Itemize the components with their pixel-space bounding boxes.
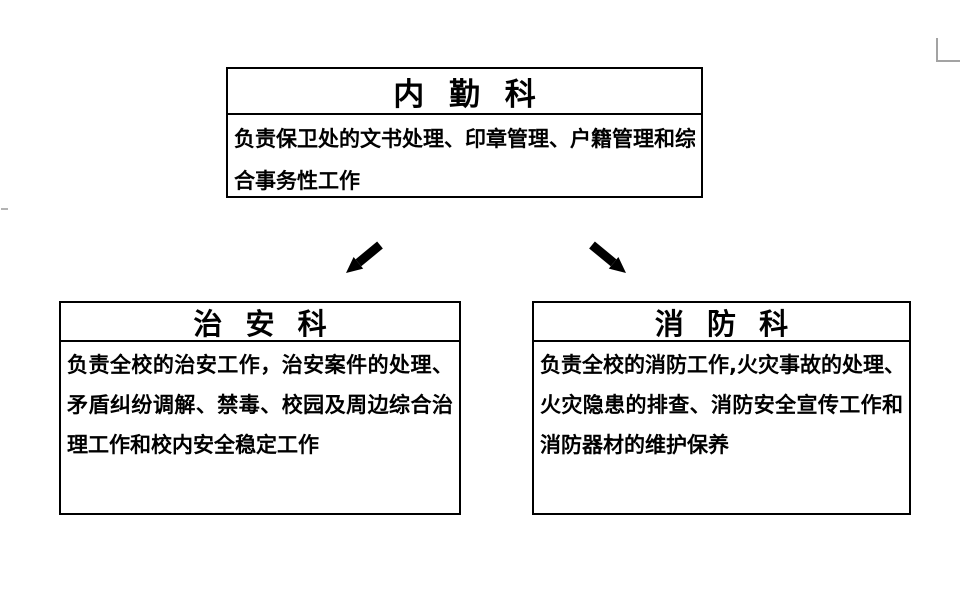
body-line: 火灾隐患的排查、消防安全宣传工作和 [540, 393, 903, 417]
arrow-down-right-icon [589, 241, 626, 273]
node-internal-affairs-section: 内 勤 科 负责保卫处的文书处理、印章管理、户籍管理和综 合事务性工作 [226, 67, 703, 198]
body-line: 负责全校的治安工作，治安案件的处理、 [67, 353, 453, 377]
body-line: 负责全校的消防工作,火灾事故的处理、 [540, 353, 903, 377]
page-edge-mark [1, 208, 8, 210]
body-line: 负责保卫处的文书处理、印章管理、户籍管理和综 [234, 127, 695, 151]
node-title-public-security: 治 安 科 [61, 303, 459, 342]
body-line: 理工作和校内安全稳定工作 [67, 433, 319, 457]
node-body-internal-affairs: 负责保卫处的文书处理、印章管理、户籍管理和综 合事务性工作 [228, 115, 701, 196]
node-title-internal-affairs: 内 勤 科 [228, 69, 701, 115]
node-public-security-section: 治 安 科 负责全校的治安工作，治安案件的处理、 矛盾纠纷调解、禁毒、校园及周边… [59, 301, 461, 515]
body-line: 合事务性工作 [234, 169, 360, 193]
node-fire-prevention-section: 消 防 科 负责全校的消防工作,火灾事故的处理、 火灾隐患的排查、消防安全宣传工… [532, 301, 911, 515]
body-line: 消防器材的维护保养 [540, 433, 729, 457]
arrow-down-left-icon [346, 241, 383, 273]
text-boundary-corner-mark [936, 38, 960, 62]
node-body-fire-prevention: 负责全校的消防工作,火灾事故的处理、 火灾隐患的排查、消防安全宣传工作和 消防器… [534, 342, 909, 465]
node-title-fire-prevention: 消 防 科 [534, 303, 909, 342]
node-body-public-security: 负责全校的治安工作，治安案件的处理、 矛盾纠纷调解、禁毒、校园及周边综合治 理工… [61, 342, 459, 465]
body-line: 矛盾纠纷调解、禁毒、校园及周边综合治 [67, 393, 453, 417]
